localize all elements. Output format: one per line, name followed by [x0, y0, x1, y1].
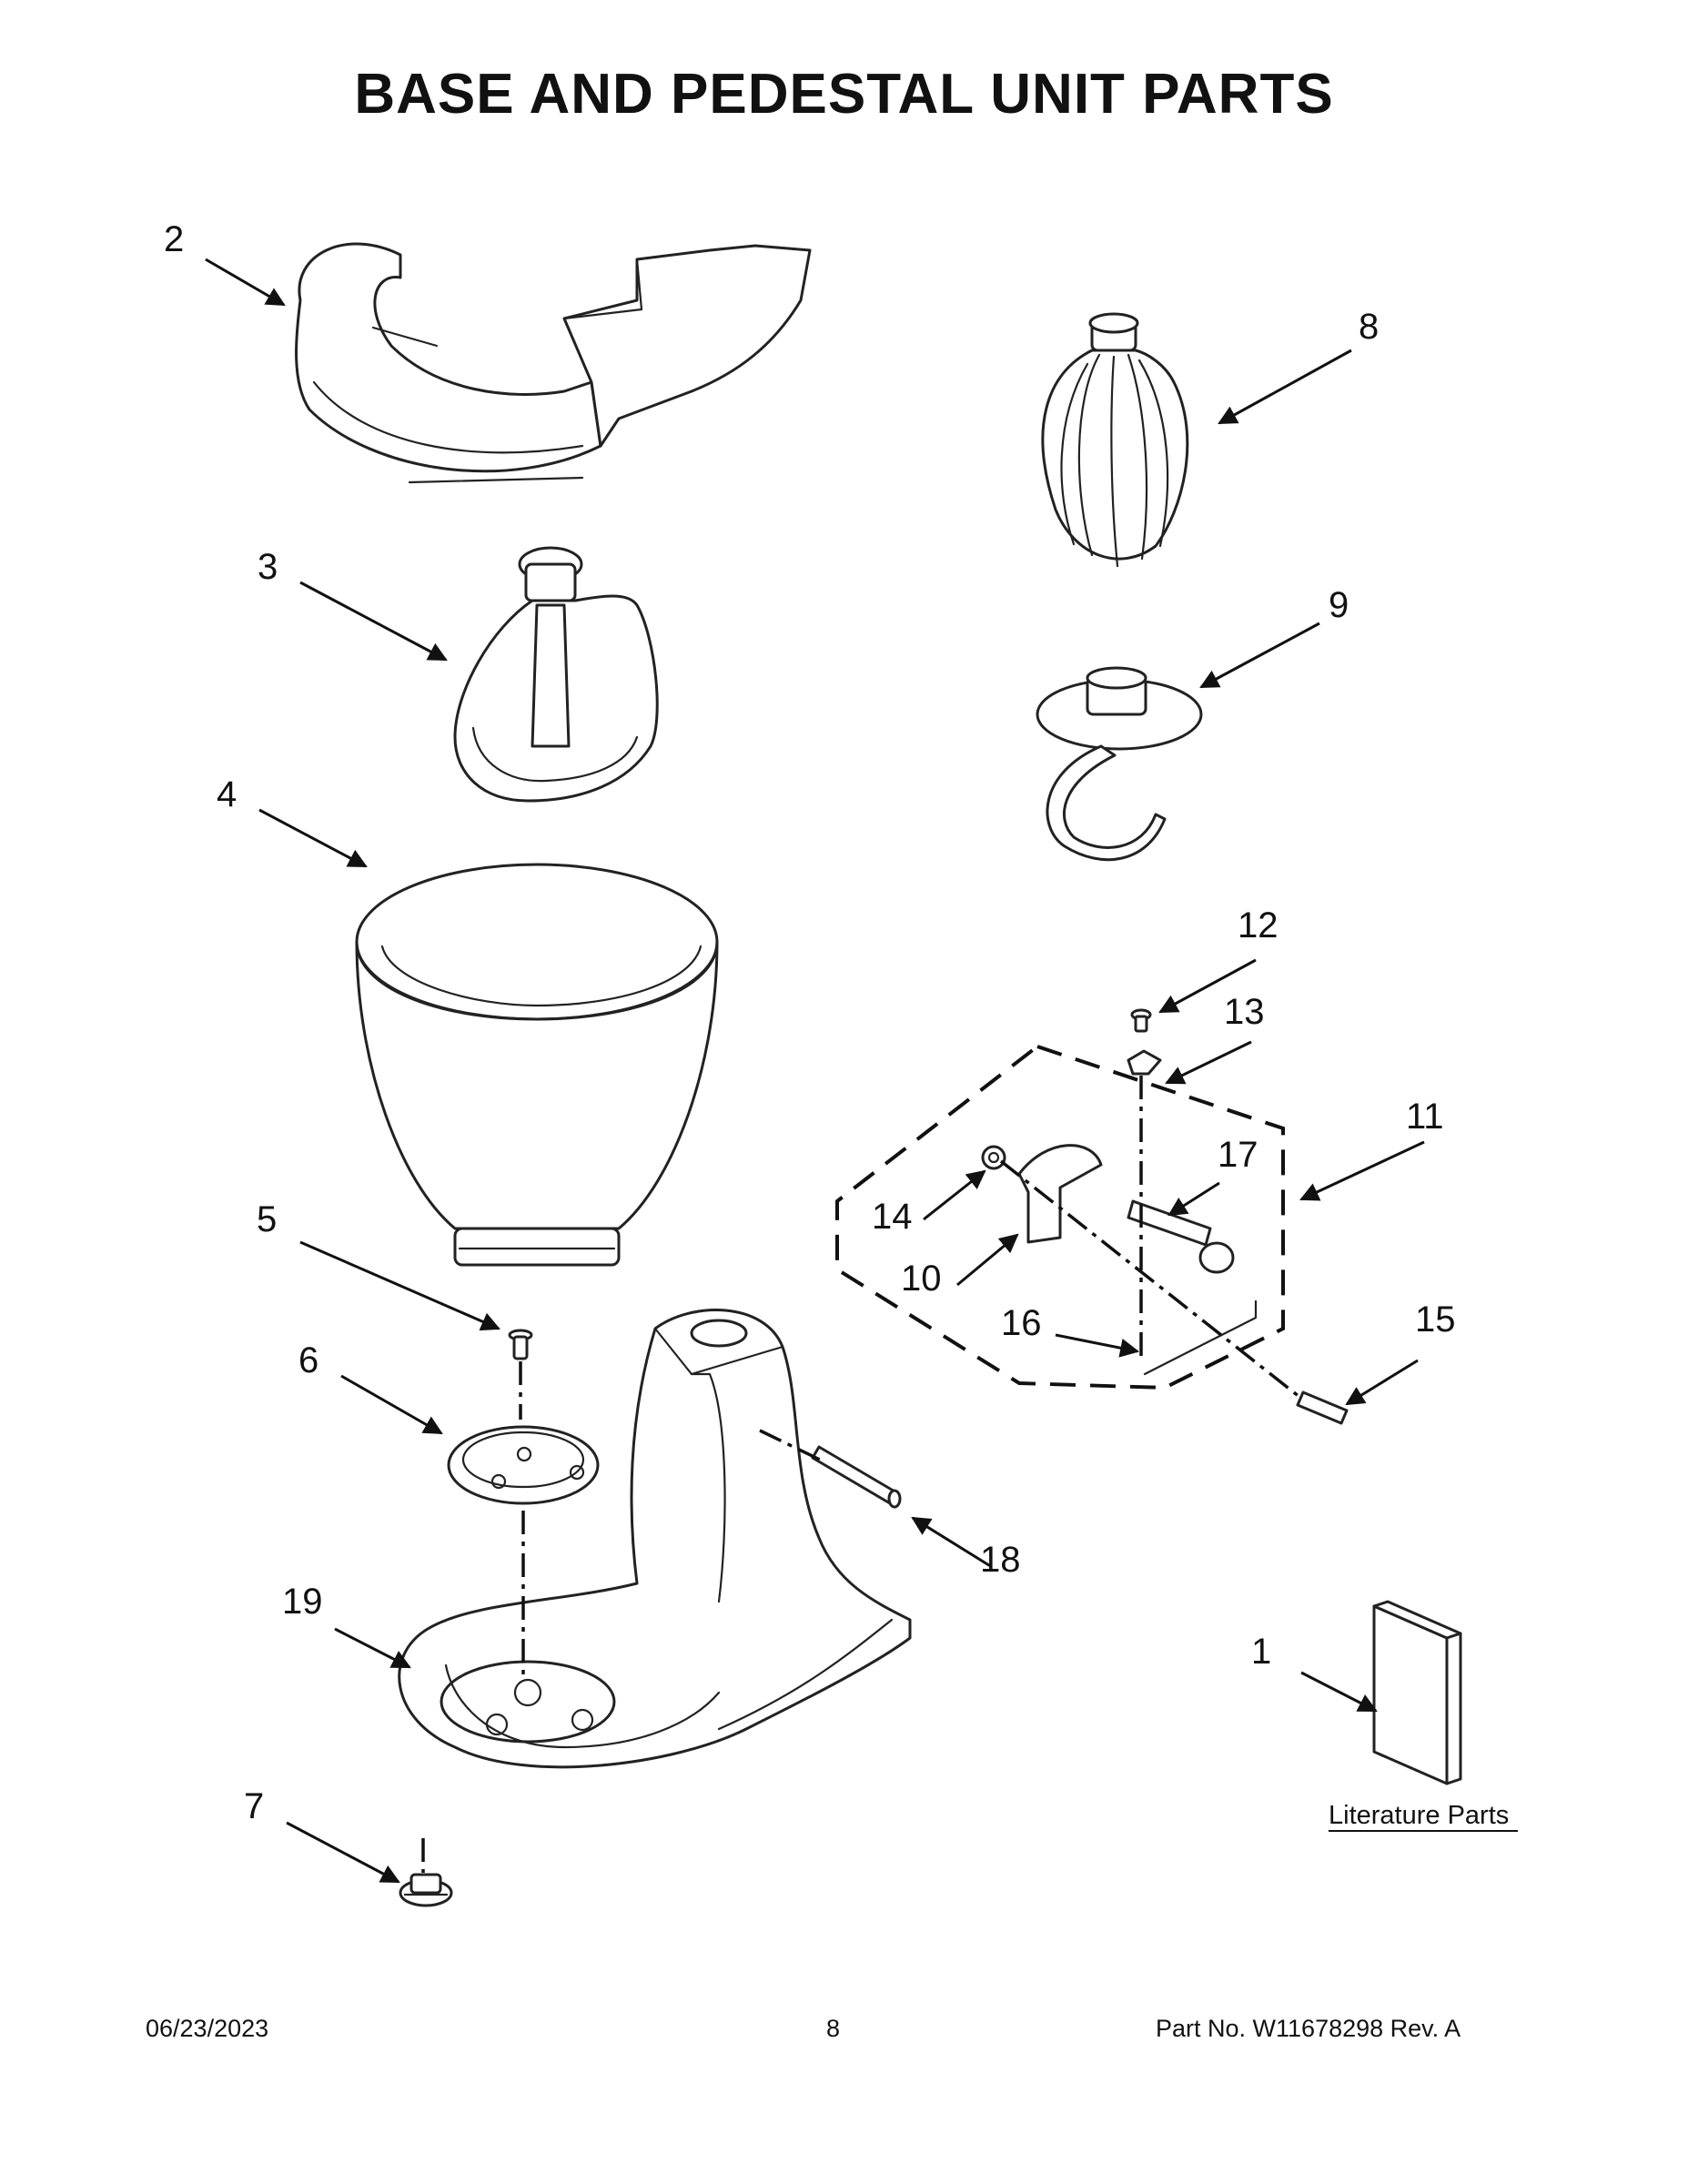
base-pedestal-part	[398, 1309, 912, 1769]
callout-18: 18	[980, 1540, 1021, 1580]
leader-arrows	[205, 258, 1425, 1884]
callout-15: 15	[1415, 1299, 1456, 1340]
callout-numbers: 1 2 3 4 5 6 7 8 9 10 11 12 13 14 15 16 1…	[164, 219, 1456, 1826]
flat-beater-part	[453, 546, 659, 803]
callout-12: 12	[1238, 905, 1279, 945]
callout-11: 11	[1406, 1097, 1444, 1137]
callout-3: 3	[258, 547, 278, 587]
callout-13: 13	[1224, 992, 1265, 1032]
dough-hook-part	[1036, 666, 1203, 862]
callout-19: 19	[282, 1582, 323, 1622]
literature-booklet-part	[1372, 1600, 1462, 1785]
callout-5: 5	[257, 1199, 277, 1239]
clamp-plate-part	[447, 1425, 600, 1505]
literature-parts-label: Literature Parts	[1329, 1801, 1509, 1830]
callout-17: 17	[1218, 1135, 1258, 1175]
callout-1: 1	[1251, 1632, 1271, 1672]
assembly-lines	[421, 1076, 1301, 1873]
pin-part	[1296, 1390, 1349, 1425]
hinge-pin-part	[811, 1445, 902, 1509]
callout-14: 14	[872, 1197, 913, 1237]
screw-part	[508, 1329, 533, 1360]
callout-9: 9	[1329, 585, 1349, 625]
footer-date: 06/23/2023	[146, 2015, 269, 2042]
callout-4: 4	[217, 774, 237, 814]
hinge-assembly-part	[835, 1008, 1285, 1390]
page-title: BASE AND PEDESTAL UNIT PARTS	[354, 63, 1334, 126]
pouring-shield-part	[295, 242, 812, 484]
rubber-foot-part	[399, 1873, 453, 1907]
callout-16: 16	[1001, 1303, 1042, 1343]
callout-10: 10	[901, 1259, 942, 1299]
mixing-bowl-part	[355, 863, 719, 1267]
callout-2: 2	[164, 219, 184, 259]
footer-page-number: 8	[826, 2015, 841, 2042]
footer-part-number: Part No. W11678298 Rev. A	[1156, 2015, 1461, 2042]
wire-whip-part	[1041, 312, 1189, 568]
callout-6: 6	[298, 1340, 318, 1380]
callout-8: 8	[1359, 307, 1379, 347]
callout-7: 7	[244, 1786, 264, 1826]
